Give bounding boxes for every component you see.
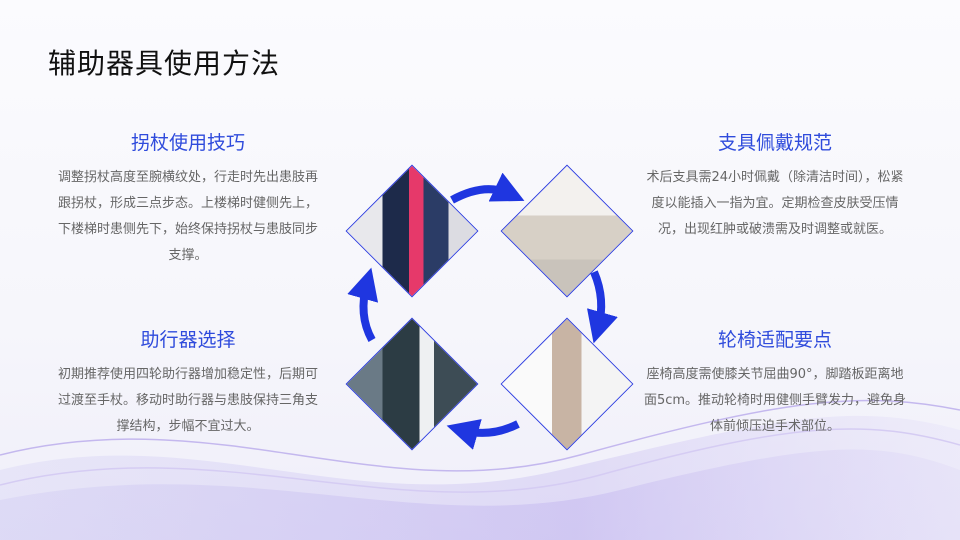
arrow-up-icon bbox=[347, 267, 379, 342]
page-title: 辅助器具使用方法 bbox=[48, 47, 281, 80]
section-crutch: 拐杖使用技巧 调整拐杖高度至腕横纹处，行走时先出患肢再跟拐杖，形成三点步态。上楼… bbox=[53, 128, 323, 269]
section-body: 调整拐杖高度至腕横纹处，行走时先出患肢再跟拐杖，形成三点步态。上楼梯时健侧先上，… bbox=[57, 170, 318, 263]
section-body: 初期推荐使用四轮助行器增加稳定性，后期可过渡至手杖。移动时助行器与患肢保持三角支… bbox=[57, 367, 318, 434]
section-heading: 拐杖使用技巧 bbox=[130, 132, 245, 154]
section-wheelchair: 轮椅适配要点 座椅高度需使膝关节屈曲90°，脚踏板距离地面5cm。推动轮椅时用健… bbox=[640, 325, 910, 440]
section-walker: 助行器选择 初期推荐使用四轮助行器增加稳定性，后期可过渡至手杖。移动时助行器与患… bbox=[53, 325, 323, 440]
section-body: 座椅高度需使膝关节屈曲90°，脚踏板距离地面5cm。推动轮椅时用健侧手臂发力，避… bbox=[643, 367, 907, 434]
section-heading: 轮椅适配要点 bbox=[717, 329, 832, 351]
section-heading: 助行器选择 bbox=[140, 329, 236, 351]
section-heading: 支具佩戴规范 bbox=[717, 132, 832, 154]
section-body: 术后支具需24小时佩戴（除清洁时间），松紧度以能插入一指为宜。定期检查皮肤受压情… bbox=[646, 170, 904, 237]
arrow-down-icon bbox=[587, 270, 618, 344]
arrow-right-icon bbox=[450, 172, 525, 204]
section-brace: 支具佩戴规范 术后支具需24小时佩戴（除清洁时间），松紧度以能插入一指为宜。定期… bbox=[640, 128, 910, 243]
arrow-left-icon bbox=[446, 419, 520, 450]
